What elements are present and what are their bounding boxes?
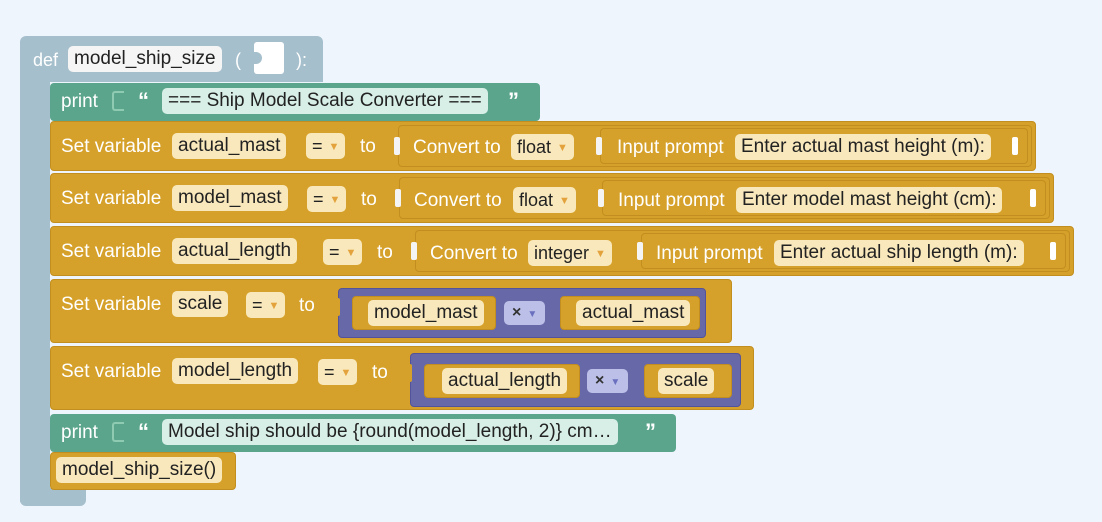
convert-type-value: float — [517, 137, 552, 157]
convert-label: Convert to — [430, 243, 518, 264]
socket-notch — [394, 137, 400, 155]
convert-type-dropdown[interactable]: integer ▼ — [528, 240, 612, 266]
set-variable-label: Set variable — [61, 294, 162, 315]
dropdown-arrow-icon: ▼ — [345, 247, 357, 260]
function-name-field[interactable]: model_ship_size — [68, 46, 222, 72]
socket-notch — [406, 364, 412, 382]
prompt-text-field[interactable]: Enter actual mast height (m): — [735, 134, 991, 160]
variable-name-field[interactable]: actual_length — [172, 238, 298, 264]
variable-ref-field[interactable]: actual_mast — [576, 300, 691, 326]
convert-label: Convert to — [414, 190, 502, 211]
open-quote-icon: “ — [138, 88, 149, 113]
def-keyword: def — [33, 50, 59, 70]
prompt-text-field[interactable]: Enter actual ship length (m): — [774, 240, 1024, 266]
variable-ref-field[interactable]: model_mast — [368, 300, 484, 326]
assign-operator-dropdown[interactable]: =▼ — [318, 359, 358, 385]
assign-operator-dropdown[interactable]: =▼ — [246, 292, 286, 318]
to-label: to — [299, 295, 315, 316]
dropdown-arrow-icon: ▼ — [340, 367, 352, 380]
to-label: to — [360, 136, 376, 157]
close-quote-icon: ” — [508, 88, 519, 113]
assign-operator-value: = — [252, 295, 263, 315]
multiply-operator-value: × — [512, 304, 522, 321]
assign-operator-dropdown[interactable]: =▼ — [307, 186, 347, 212]
dropdown-arrow-icon: ▼ — [328, 141, 340, 154]
function-def-body — [20, 80, 50, 502]
assign-operator-dropdown[interactable]: =▼ — [323, 239, 363, 265]
print-label: print — [61, 422, 98, 443]
convert-label: Convert to — [413, 137, 501, 158]
to-label: to — [377, 242, 393, 263]
print-1-text-field[interactable]: === Ship Model Scale Converter === — [162, 88, 488, 114]
multiply-operator-dropdown[interactable]: ×▼ — [504, 301, 546, 325]
variable-ref-field[interactable]: scale — [658, 368, 715, 394]
def-paren-open: ( — [235, 50, 241, 70]
variable-ref-field[interactable]: actual_length — [442, 368, 568, 394]
dropdown-arrow-icon: ▼ — [559, 195, 570, 208]
convert-type-value: integer — [534, 243, 590, 263]
dropdown-arrow-icon: ▼ — [610, 377, 621, 388]
socket-notch — [334, 298, 340, 316]
dropdown-arrow-icon: ▼ — [329, 194, 341, 207]
convert-type-value: float — [519, 190, 554, 210]
set-variable-label: Set variable — [61, 241, 162, 262]
dropdown-arrow-icon: ▼ — [527, 309, 538, 320]
variable-name-field[interactable]: model_length — [172, 358, 299, 384]
variable-name-field[interactable]: actual_mast — [172, 133, 287, 159]
multiply-operator-value: × — [595, 372, 605, 389]
socket-notch — [598, 189, 604, 207]
convert-type-dropdown[interactable]: float ▼ — [513, 187, 576, 213]
input-prompt-label: Input prompt — [618, 190, 725, 211]
set-variable-label: Set variable — [61, 188, 162, 209]
dropdown-arrow-icon: ▼ — [557, 142, 568, 155]
prompt-end-notch — [1030, 189, 1036, 207]
print-2-socket — [112, 422, 124, 442]
print-1-socket — [112, 91, 124, 111]
socket-notch — [596, 137, 602, 155]
function-def-footer — [20, 488, 86, 506]
function-call-field[interactable]: model_ship_size() — [56, 457, 223, 483]
dropdown-arrow-icon: ▼ — [268, 300, 280, 313]
to-label: to — [361, 189, 377, 210]
set-variable-label: Set variable — [61, 136, 162, 157]
def-paren-close: ): — [296, 50, 307, 70]
multiply-operator-dropdown[interactable]: ×▼ — [587, 369, 629, 393]
assign-operator-dropdown[interactable]: =▼ — [306, 133, 346, 159]
prompt-text-field[interactable]: Enter model mast height (cm): — [736, 187, 1003, 213]
assign-operator-value: = — [324, 362, 335, 382]
socket-notch — [395, 189, 401, 207]
prompt-end-notch — [1050, 242, 1056, 260]
input-prompt-label: Input prompt — [617, 137, 724, 158]
input-prompt-label: Input prompt — [656, 243, 763, 264]
print-2-text-field[interactable]: Model ship should be {round(model_length… — [162, 419, 618, 445]
convert-type-dropdown[interactable]: float ▼ — [511, 134, 574, 160]
variable-name-field[interactable]: scale — [172, 291, 229, 317]
socket-notch — [637, 242, 643, 260]
variable-name-field[interactable]: model_mast — [172, 185, 288, 211]
open-quote-icon: “ — [138, 419, 149, 444]
print-label: print — [61, 91, 98, 112]
assign-operator-value: = — [313, 189, 324, 209]
params-slot-tab — [252, 52, 262, 64]
set-variable-label: Set variable — [61, 361, 162, 382]
assign-operator-value: = — [312, 136, 323, 156]
assign-operator-value: = — [329, 242, 340, 262]
prompt-end-notch — [1012, 137, 1018, 155]
socket-notch — [411, 242, 417, 260]
to-label: to — [372, 362, 388, 383]
close-quote-icon: ” — [645, 419, 656, 444]
dropdown-arrow-icon: ▼ — [595, 248, 606, 261]
